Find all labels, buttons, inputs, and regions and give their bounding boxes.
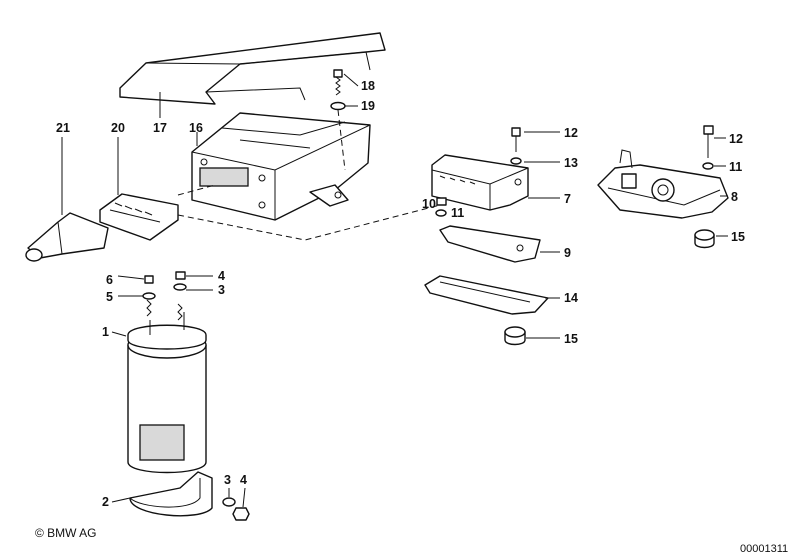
callout-12: 12 bbox=[564, 126, 578, 140]
callout-17: 17 bbox=[153, 121, 167, 135]
callout-9: 9 bbox=[564, 246, 571, 260]
callout-4: 4 bbox=[218, 269, 225, 283]
callout-10: 10 bbox=[422, 197, 436, 211]
module-screw bbox=[510, 127, 522, 165]
callout-20: 20 bbox=[111, 121, 125, 135]
callout-21: 21 bbox=[56, 121, 70, 135]
spacer-right-part bbox=[694, 229, 715, 249]
callout-7: 7 bbox=[564, 192, 571, 206]
callout-18: 18 bbox=[361, 79, 375, 93]
heat-sink-part bbox=[439, 225, 541, 263]
alignment-line bbox=[177, 184, 216, 196]
callout-15: 15 bbox=[564, 332, 578, 346]
leader-lines bbox=[61, 73, 728, 508]
alignment-line bbox=[337, 109, 346, 171]
callout-12-right: 12 bbox=[729, 132, 743, 146]
drawing-number: 00001311 bbox=[740, 543, 788, 555]
callout-3: 3 bbox=[218, 283, 225, 297]
callout-19: 19 bbox=[361, 99, 375, 113]
callout-4-lower: 4 bbox=[240, 473, 247, 487]
callout-13: 13 bbox=[564, 156, 578, 170]
copyright-label: © BMW AG bbox=[35, 526, 97, 540]
rubber-boot-part bbox=[25, 212, 109, 262]
callout-16: 16 bbox=[189, 121, 203, 135]
callout-8: 8 bbox=[731, 190, 738, 204]
control-unit-part bbox=[191, 112, 371, 221]
right-module-screw bbox=[702, 125, 714, 170]
callout-11-right: 11 bbox=[729, 160, 742, 174]
screw-part bbox=[333, 69, 343, 96]
callout-11: 11 bbox=[451, 206, 464, 220]
ignition-coil-part bbox=[127, 312, 207, 474]
connector-plug-part bbox=[99, 193, 179, 241]
alignment-line bbox=[177, 204, 441, 241]
callout-5: 5 bbox=[106, 290, 113, 304]
callout-14: 14 bbox=[564, 291, 578, 305]
callout-2: 2 bbox=[102, 495, 109, 509]
coil-terminal-hardware bbox=[142, 271, 187, 321]
callout-1: 1 bbox=[102, 325, 109, 339]
callout-3-lower: 3 bbox=[224, 473, 231, 487]
callout-15-right: 15 bbox=[731, 230, 745, 244]
washer-part bbox=[330, 101, 346, 111]
gasket-part bbox=[424, 275, 549, 315]
callout-6: 6 bbox=[106, 273, 113, 287]
ignition-module-alt-part bbox=[597, 149, 729, 219]
small-screw bbox=[435, 197, 447, 217]
spacer-part bbox=[504, 326, 526, 346]
bracket-part bbox=[129, 471, 213, 517]
bracket-nut-washer bbox=[222, 497, 250, 521]
cover-part bbox=[119, 32, 386, 105]
